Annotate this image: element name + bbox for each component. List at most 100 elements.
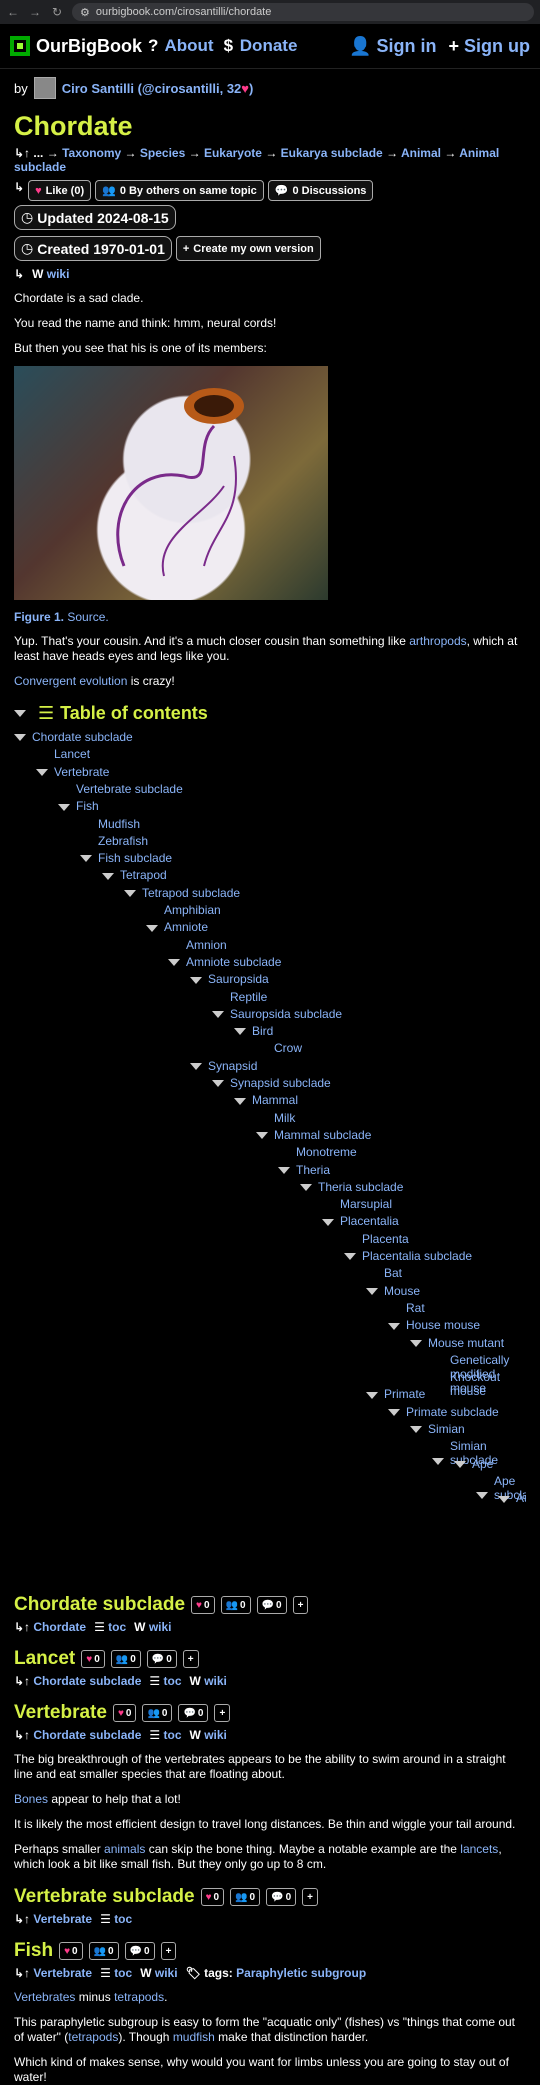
lancets-link[interactable]: lancets (460, 1842, 499, 1856)
toc-item[interactable]: Amphibian (164, 903, 221, 917)
toc-item[interactable]: Amniote (146, 920, 208, 934)
toc-item[interactable]: Ape (454, 1457, 493, 1471)
tetrapods-link[interactable]: tetrapods (68, 2030, 119, 2044)
toc-item[interactable]: Synapsid (190, 1059, 257, 1073)
brand[interactable]: OurBigBook (10, 36, 142, 57)
discussions-button[interactable]: 💬0 (146, 1650, 177, 1668)
wiki-link[interactable]: W wiki (190, 1728, 227, 1742)
discussions-button[interactable]: 💬0 (124, 1942, 155, 1960)
parent-link[interactable]: ↳↑ Chordate subclade (14, 1728, 142, 1742)
figure-source[interactable]: Source. (67, 610, 109, 624)
toc-item[interactable]: Amnion (186, 938, 227, 952)
toc-link[interactable]: ☰ toc (100, 1966, 133, 1980)
site-info-icon[interactable]: ⚙ (80, 6, 90, 19)
wiki-link[interactable]: W wiki (140, 1966, 177, 1980)
crumb[interactable]: → Eukaryote (188, 146, 262, 160)
add-button[interactable]: + (214, 1704, 231, 1722)
toc-item[interactable]: Sauropsida subclade (212, 1007, 342, 1021)
vertebrates-link[interactable]: Vertebrates (14, 1990, 76, 2004)
toc-item[interactable]: Reptile (230, 990, 267, 1004)
toc-item[interactable]: Mouse mutant (410, 1336, 504, 1350)
toc-item[interactable]: Knockout mouse (450, 1370, 522, 1398)
toc-item[interactable]: Theria subclade (300, 1180, 403, 1194)
collapse-icon[interactable] (476, 1492, 488, 1500)
others-button[interactable]: 👥0 (220, 1596, 251, 1614)
collapse-icon[interactable] (190, 1063, 202, 1071)
collapse-icon[interactable] (124, 890, 136, 898)
add-button[interactable]: + (160, 1942, 177, 1960)
toc-item[interactable]: Placenta (362, 1232, 409, 1246)
donate-link[interactable]: $ Donate (224, 36, 298, 56)
about-link[interactable]: ? About (148, 36, 214, 56)
collapse-icon[interactable] (278, 1166, 290, 1174)
toc-item[interactable]: Mouse (366, 1284, 420, 1298)
others-button[interactable]: 👥0 (88, 1942, 119, 1960)
toc-item[interactable]: Fish subclade (80, 851, 172, 865)
discussions-button[interactable]: 💬0 (256, 1596, 287, 1614)
wiki-link[interactable]: W wiki (190, 1674, 227, 1688)
toc-item[interactable]: Mammal (234, 1093, 298, 1107)
collapse-icon[interactable] (14, 710, 26, 717)
crumb[interactable]: → Animal (386, 146, 441, 160)
mudfish-link[interactable]: mudfish (172, 2030, 215, 2044)
toc-item[interactable]: Tetrapod (102, 868, 167, 882)
author-link[interactable]: Ciro Santilli (@cirosantilli, 32♥) (62, 81, 254, 96)
toc-item[interactable]: Primate (366, 1387, 425, 1401)
toc-item[interactable]: Vertebrate subclade (76, 782, 183, 796)
collapse-icon[interactable] (410, 1339, 422, 1347)
like-button[interactable]: ♥Like (0) (28, 180, 92, 201)
reload-icon[interactable]: ↻ (51, 5, 63, 19)
toc-link[interactable]: ☰ toc (149, 1728, 182, 1742)
figure-label[interactable]: Figure 1. (14, 610, 65, 624)
discussions-button[interactable]: 💬0 (178, 1704, 209, 1722)
collapse-icon[interactable] (388, 1409, 400, 1417)
collapse-icon[interactable] (190, 976, 202, 984)
parent-link[interactable]: ↳↑ Chordate (14, 1620, 87, 1634)
collapse-icon[interactable] (366, 1391, 378, 1399)
like-button[interactable]: ♥0 (112, 1704, 137, 1722)
toc-item[interactable]: Genetically modified mouse (450, 1353, 522, 1395)
discussions-button[interactable]: 💬0 (266, 1888, 297, 1906)
toc-item[interactable]: Placentalia subclade (344, 1249, 472, 1263)
collapse-icon[interactable] (80, 855, 92, 863)
create-own-button[interactable]: +Create my own version (175, 236, 321, 261)
collapse-icon[interactable] (454, 1460, 466, 1468)
collapse-icon[interactable] (168, 959, 180, 967)
collapse-icon[interactable] (366, 1287, 378, 1295)
signin-link[interactable]: 👤 Sign in (349, 36, 436, 57)
arthropods-link[interactable]: arthropods (409, 634, 467, 648)
parent-link[interactable]: ↳↑ Chordate subclade (14, 1674, 142, 1688)
toc-item[interactable]: Lancet (54, 747, 90, 761)
toc-item[interactable]: Bird (234, 1024, 273, 1038)
like-button[interactable]: ♥0 (59, 1942, 83, 1960)
back-icon[interactable]: ← (7, 5, 19, 19)
others-button[interactable]: 👥0 (142, 1704, 173, 1722)
toc-item[interactable]: Rat (406, 1301, 425, 1315)
toc-item[interactable]: Mammal subclade (256, 1128, 371, 1142)
section-title[interactable]: Fish (14, 1940, 54, 1961)
collapse-icon[interactable] (344, 1253, 356, 1261)
wiki-link[interactable]: W wiki (134, 1620, 171, 1634)
crumb[interactable]: → Eukarya subclade (265, 146, 383, 160)
toc-item[interactable]: Synapsid subclade (212, 1076, 331, 1090)
toc-item[interactable]: Au (498, 1491, 526, 1505)
collapse-icon[interactable] (410, 1426, 422, 1434)
toc-item[interactable]: Fish (58, 799, 99, 813)
collapse-icon[interactable] (14, 734, 26, 742)
collapse-icon[interactable] (498, 1495, 510, 1503)
like-button[interactable]: ♥0 (200, 1888, 225, 1906)
section-title[interactable]: Chordate subclade (14, 1594, 186, 1615)
animals-link[interactable]: animals (104, 1842, 146, 1856)
toc-item[interactable]: Tetrapod subclade (124, 886, 240, 900)
discussions-button[interactable]: 💬0 Discussions (267, 180, 374, 201)
parent-link[interactable]: ↳↑ Vertebrate (14, 1912, 93, 1926)
crumb[interactable]: → Taxonomy (46, 146, 122, 160)
toc-item[interactable]: Amniote subclade (168, 955, 281, 969)
convergent-evolution-link[interactable]: Convergent evolution (14, 674, 128, 688)
toc-link[interactable]: ☰ toc (94, 1620, 127, 1634)
toc-item[interactable]: Mudfish (98, 817, 140, 831)
toc-item[interactable]: Simian (410, 1422, 465, 1436)
address-bar[interactable]: ⚙ ourbigbook.com/cirosantilli/chordate (72, 3, 534, 21)
avatar[interactable] (33, 77, 56, 99)
others-button[interactable]: 👥0 (110, 1650, 141, 1668)
